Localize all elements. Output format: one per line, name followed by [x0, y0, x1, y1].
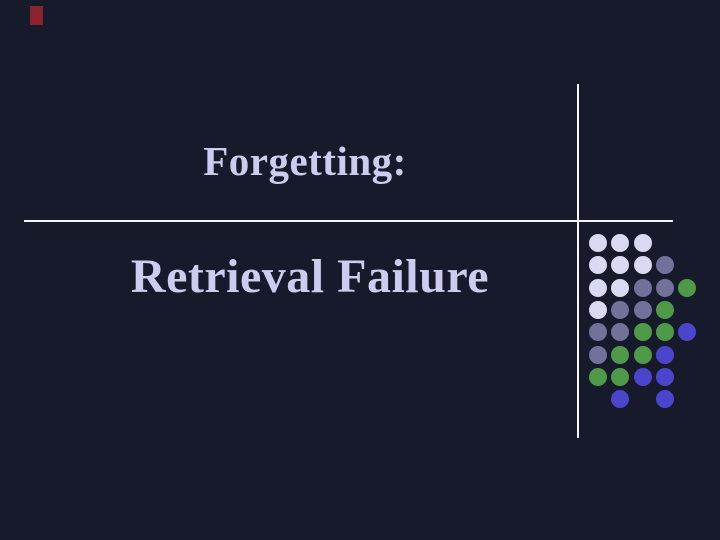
- decorative-dot: [589, 256, 607, 275]
- decorative-dot: [655, 300, 674, 319]
- decorative-dot: [589, 278, 607, 297]
- decorative-dot: [655, 390, 674, 409]
- decorative-dot: [589, 323, 607, 342]
- vertical-divider-line: [577, 84, 579, 438]
- decorative-dot: [655, 278, 674, 297]
- decorative-dot: [611, 234, 630, 252]
- decorative-dot: [655, 345, 674, 364]
- decorative-dot: [611, 367, 630, 386]
- decorative-dot: [633, 323, 652, 342]
- accent-rectangle: [30, 6, 43, 25]
- decorative-dot: [611, 300, 630, 319]
- decorative-dot: [589, 345, 607, 364]
- decorative-dot: [633, 278, 652, 297]
- horizontal-divider-line: [24, 220, 673, 222]
- decorative-dot: [611, 256, 630, 275]
- decorative-dot: [589, 367, 607, 386]
- decorative-dot: [611, 278, 630, 297]
- slide-subtitle: Retrieval Failure: [130, 250, 490, 303]
- slide-title: Forgetting:: [203, 138, 407, 184]
- decorative-dot: [633, 345, 652, 364]
- decorative-dot: [633, 367, 652, 386]
- decorative-dot: [611, 345, 630, 364]
- decorative-dot: [655, 367, 674, 386]
- decorative-dot: [589, 300, 607, 319]
- decorative-dot: [678, 278, 697, 297]
- decorative-dot: [655, 323, 674, 342]
- decorative-dot: [633, 256, 652, 275]
- decorative-dot: [655, 256, 674, 275]
- decorative-dot: [611, 390, 630, 409]
- decorative-dot: [633, 234, 652, 252]
- decorative-dot: [611, 323, 630, 342]
- decorative-dot: [589, 234, 607, 252]
- decorative-dot: [678, 323, 697, 342]
- decorative-dot: [633, 300, 652, 319]
